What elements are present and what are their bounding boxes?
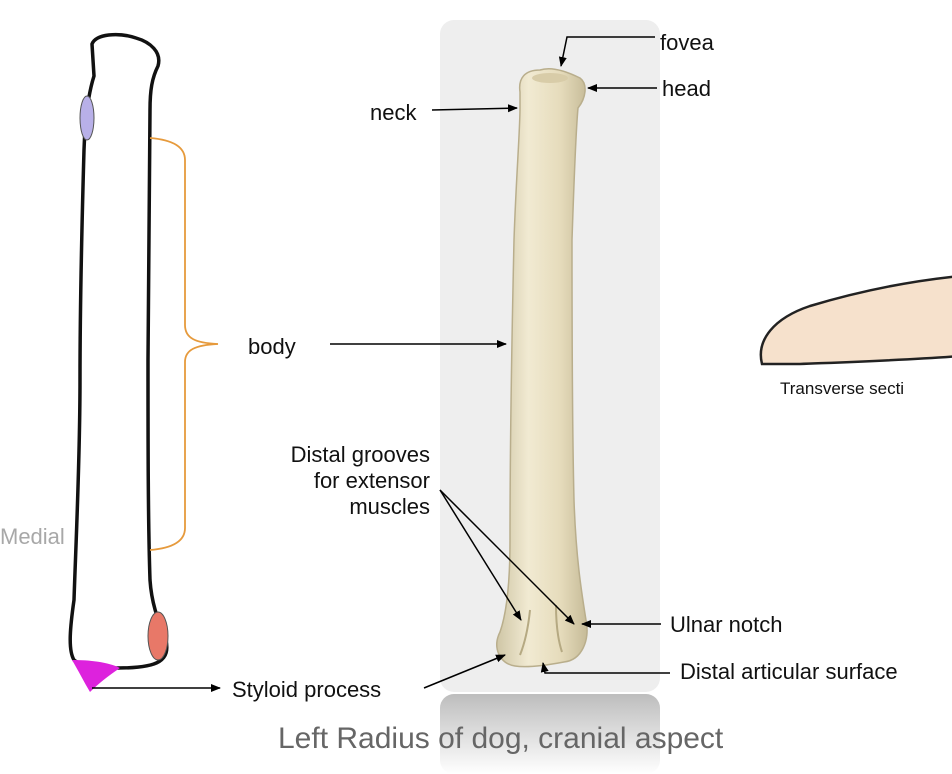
figure-caption: Left Radius of dog, cranial aspect xyxy=(278,722,724,755)
bone-fovea-shade xyxy=(532,73,568,83)
label-distal-grooves-line-3: muscles xyxy=(349,494,430,519)
label-fovea: fovea xyxy=(660,30,714,55)
label-distal-articular-surface: Distal articular surface xyxy=(680,659,898,684)
label-styloid-process: Styloid process xyxy=(232,677,382,702)
transverse-section-shape xyxy=(759,275,952,366)
label-head: head xyxy=(662,76,711,101)
label-distal-grooves: Distal grooves for extensor muscles xyxy=(291,442,430,520)
proximal-facet xyxy=(79,95,95,141)
label-distal-grooves-line-1: Distal grooves xyxy=(290,442,430,467)
distal-facet xyxy=(147,611,169,661)
styloid-process-shape xyxy=(72,660,120,692)
groove-leader-2 xyxy=(439,489,575,625)
bone-groove-1 xyxy=(519,609,531,656)
label-medial: Medial xyxy=(0,524,65,549)
label-neck: neck xyxy=(370,100,417,125)
label-transverse-section: Transverse secti xyxy=(780,379,905,398)
neck-leader xyxy=(431,104,518,113)
body-bracket xyxy=(149,137,219,551)
label-distal-grooves-line-2: for extensor xyxy=(313,468,430,493)
fovea-leader xyxy=(558,36,655,67)
label-ulnar-notch: Ulnar notch xyxy=(670,612,783,637)
bone-groove-2 xyxy=(555,604,563,653)
distal-articular-leader xyxy=(540,662,670,674)
groove-leader-1 xyxy=(439,489,522,621)
photo-reflection xyxy=(440,694,660,774)
label-body: body xyxy=(248,334,296,359)
styloid-leader-photo xyxy=(423,654,506,689)
